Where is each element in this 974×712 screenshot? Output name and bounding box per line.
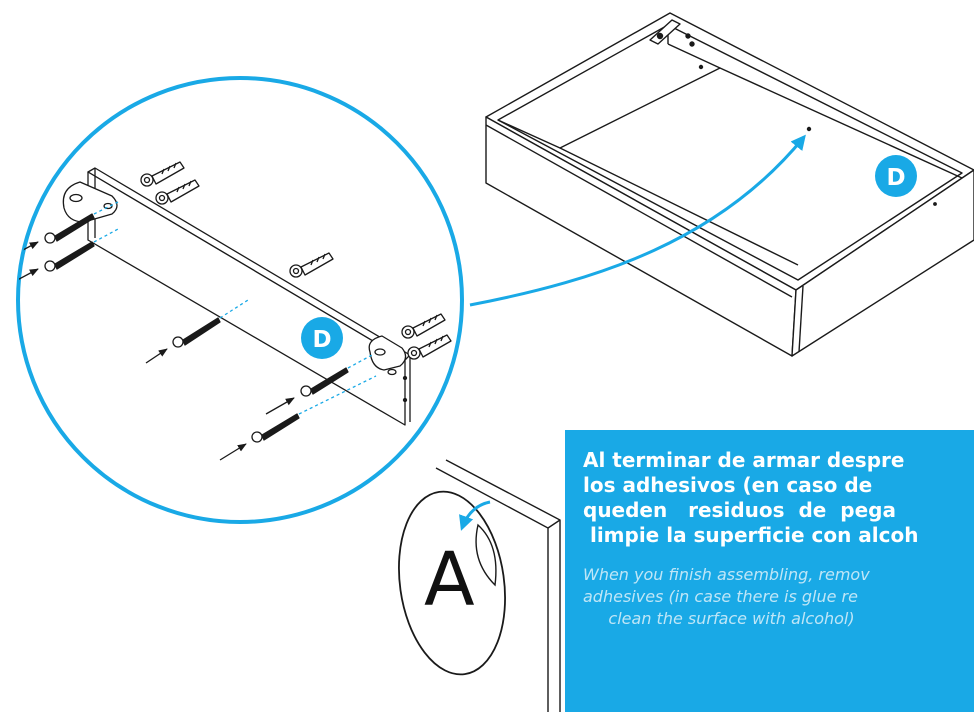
adhesive-sticker: A — [398, 490, 506, 676]
drawer-box — [485, 12, 974, 357]
screw — [172, 299, 249, 348]
wall-plug — [401, 313, 446, 339]
sticker-letter: A — [424, 537, 475, 623]
callout-arrow — [469, 134, 806, 307]
screw — [300, 354, 373, 397]
detail-badge: D — [301, 317, 343, 359]
screw — [251, 375, 377, 443]
wall-plug — [407, 334, 452, 360]
panel-edge — [435, 459, 561, 712]
drawer-badge: D — [875, 155, 917, 197]
left-bracket — [62, 181, 118, 223]
note-spanish: Al terminar de armar despre los adhesivo… — [583, 448, 919, 547]
detail-badge-label: D — [312, 327, 331, 353]
right-bracket — [368, 335, 407, 376]
peel-arrow-icon — [459, 500, 491, 531]
drawer-badge-label: D — [886, 165, 905, 191]
instruction-note: Al terminar de armar despre los adhesivo… — [565, 430, 974, 712]
wall-plug — [140, 161, 185, 187]
note-english: When you finish assembling, remov adhesi… — [583, 565, 870, 628]
detail-content — [18, 161, 452, 461]
screw — [44, 201, 119, 244]
wall-plug — [155, 179, 200, 205]
wall-plug — [289, 252, 334, 278]
screw — [44, 227, 121, 272]
